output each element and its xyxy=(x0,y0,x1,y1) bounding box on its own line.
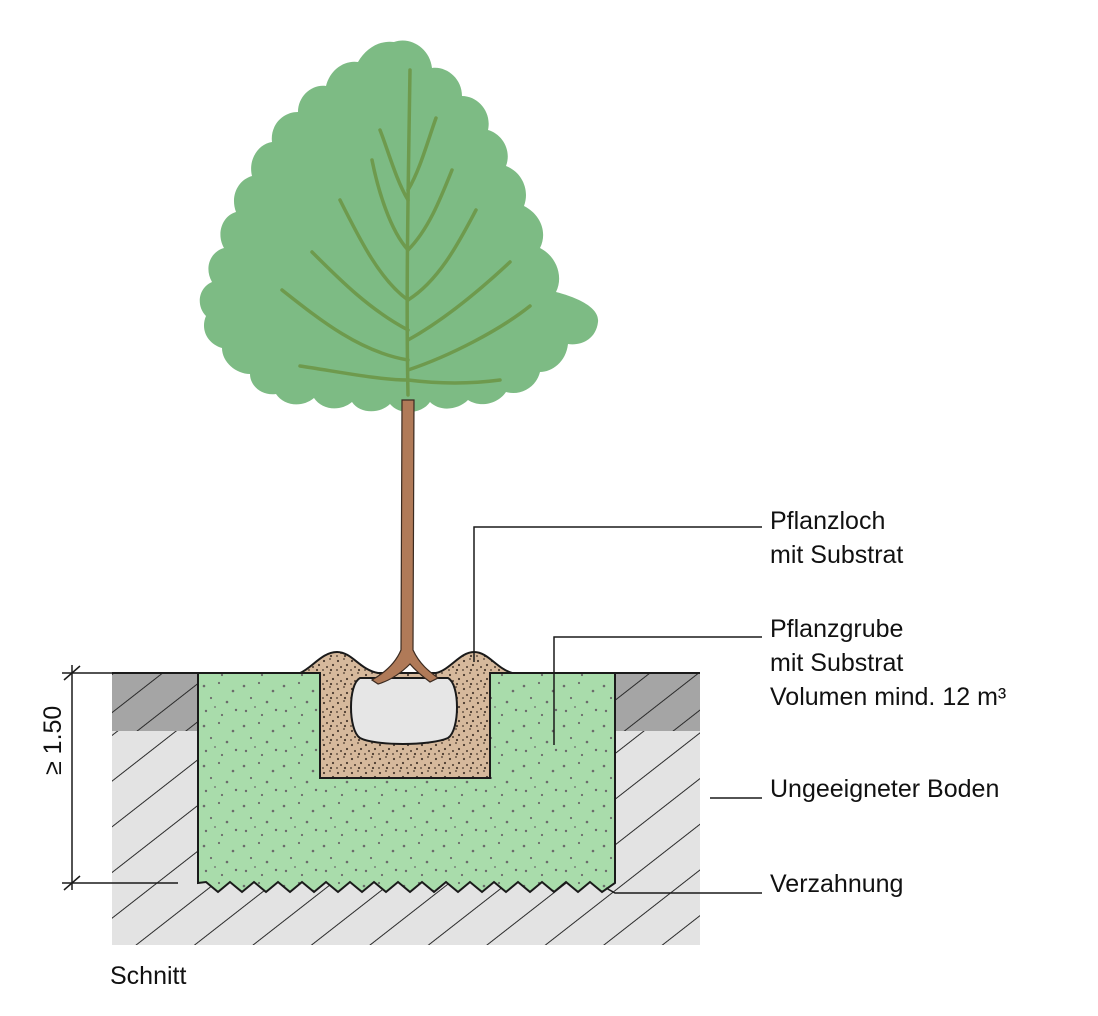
leader-verzahnung xyxy=(605,887,762,894)
label-pflanzgrube-line3: Volumen mind. 12 m³ xyxy=(770,683,1007,711)
leader-lines xyxy=(473,526,762,894)
tree-branches xyxy=(280,68,532,397)
label-pflanzloch-line2: mit Substrat xyxy=(770,541,904,569)
label-pflanzloch: Pflanzloch mit Substrat xyxy=(770,504,903,572)
label-verzahnung: Verzahnung xyxy=(770,870,904,898)
depth-label: ≥ 1.50 xyxy=(39,705,67,775)
depth-dimension xyxy=(62,665,198,891)
label-pflanzgrube-line1: Pflanzgrube xyxy=(770,615,904,643)
label-ungeeigneter-boden: Ungeeigneter Boden xyxy=(770,775,1000,803)
leader-pflanzloch xyxy=(473,526,762,662)
label-pflanzgrube-line2: mit Substrat xyxy=(770,649,904,677)
tree-canopy xyxy=(199,40,599,413)
label-pflanzgrube: Pflanzgrube mit Substrat Volumen mind. 1… xyxy=(770,612,1006,714)
tree-trunk xyxy=(370,399,440,685)
leader-pflanzgrube xyxy=(553,636,762,745)
label-schnitt: Schnitt xyxy=(110,962,187,990)
tree xyxy=(199,40,599,685)
root-ball xyxy=(350,677,458,745)
label-pflanzloch-line1: Pflanzloch xyxy=(770,507,886,535)
planting-pit xyxy=(197,672,616,894)
